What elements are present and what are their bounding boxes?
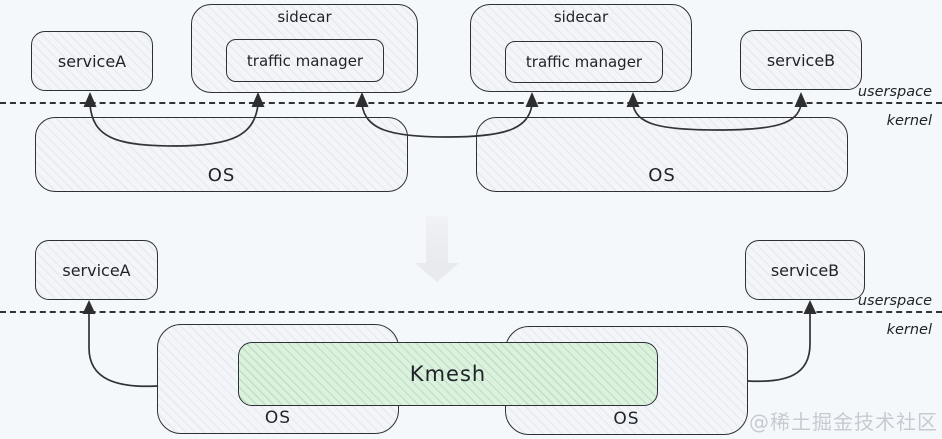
bottom-userspace-kernel-boundary-line [0,311,942,313]
top-service-a-box: serviceA [31,31,153,91]
bottom-os-left-label: OS [264,408,292,428]
top-os-right-label: OS [648,165,676,186]
bottom-service-a-box: serviceA [35,240,158,300]
arrowhead-top-servicea-icon [83,92,97,107]
curve-os-serviceb [747,314,811,383]
bottom-kernel-label: kernel [886,322,932,338]
top-traffic-manager-left-box: traffic manager [226,39,384,82]
top-sidecar-left-label: sidecar [277,8,332,26]
kmesh-box: Kmesh [238,342,658,406]
top-userspace-label: userspace [857,84,932,100]
top-sidecar-right-label: sidecar [553,8,609,26]
top-traffic-manager-right-box: traffic manager [505,41,663,83]
bottom-service-b-box: serviceB [745,240,865,300]
arrowhead-top-serviceb-icon [794,92,808,107]
transform-down-arrow-head-icon [415,263,459,282]
top-os-right-box: OS [476,117,848,192]
curve-os-servicea [88,314,158,388]
top-os-left-label: OS [207,165,236,186]
arrowhead-top-tm-right-a-icon [525,92,539,107]
top-service-b-box: serviceB [740,30,862,90]
top-userspace-kernel-boundary-line [0,102,942,104]
top-kernel-label: kernel [886,113,932,129]
transform-down-arrow-icon [426,216,448,264]
arrowhead-top-tm-left-a-icon [251,92,265,107]
top-os-left-box: OS [35,117,408,192]
watermark-text: @稀土掘金技术社区 [749,410,938,434]
arrowhead-top-tm-right-b-icon [626,92,640,107]
bottom-os-right-label: OS [613,409,640,429]
bottom-userspace-label: userspace [857,293,932,309]
arrowhead-top-tm-left-b-icon [355,92,369,107]
